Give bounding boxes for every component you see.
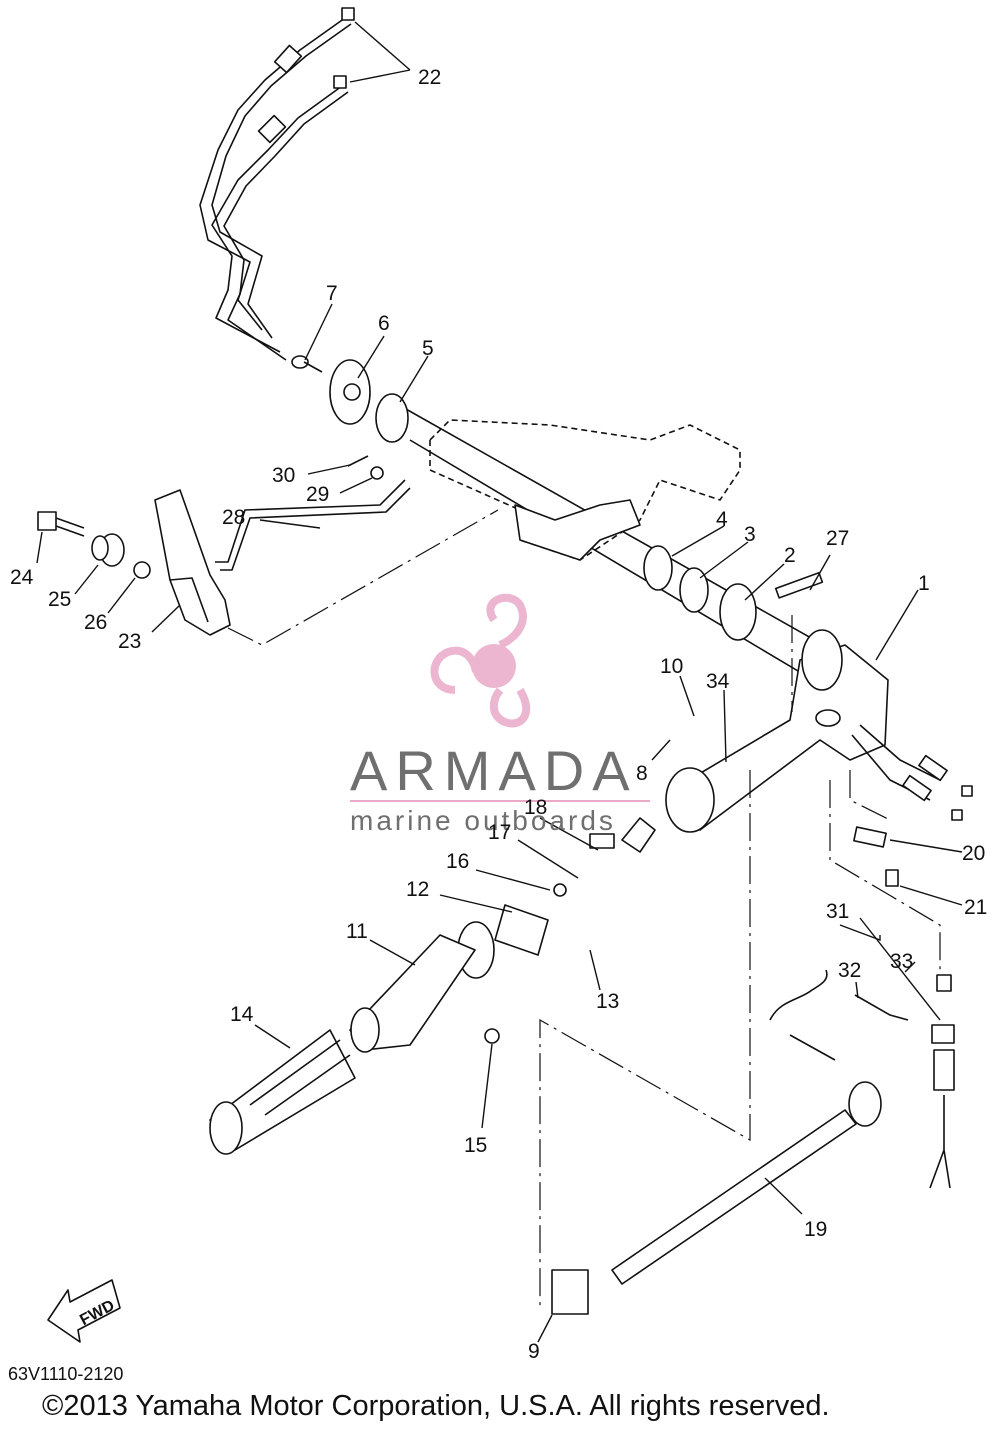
callout-20: 20: [962, 842, 985, 865]
callout-17: 17: [488, 821, 511, 844]
callout-10: 10: [660, 655, 683, 678]
callout-32: 32: [838, 959, 861, 982]
watermark-brand: ARMADA: [350, 739, 638, 802]
part-code: 63V1110-2120: [8, 1364, 123, 1384]
callout-3: 3: [744, 523, 756, 546]
callout-22: 22: [418, 66, 441, 89]
callout-7: 7: [326, 282, 338, 305]
callout-5: 5: [422, 337, 434, 360]
callout-8: 8: [636, 762, 648, 785]
copyright-notice: ©2013 Yamaha Motor Corporation, U.S.A. A…: [42, 1390, 830, 1422]
callout-19: 19: [804, 1218, 827, 1241]
callout-6: 6: [378, 312, 390, 335]
callout-16: 16: [446, 850, 469, 873]
callout-26: 26: [84, 611, 107, 634]
callout-18: 18: [524, 796, 547, 819]
armada-watermark: ARMADA marine outboards: [350, 593, 650, 836]
callout-labels: 1 2 3 4 5 6 7 8 9 10 11 12 13 14 15 16 1…: [10, 66, 987, 1363]
callout-21: 21: [964, 896, 987, 919]
callout-33: 33: [890, 950, 913, 973]
handle-grip: [209, 904, 549, 1155]
callout-31: 31: [826, 900, 849, 923]
fwd-arrow-icon: FWD: [47, 1279, 121, 1343]
callout-25: 25: [48, 588, 71, 611]
callout-27: 27: [826, 527, 849, 550]
lower-parts: [551, 826, 955, 1315]
callout-4: 4: [716, 508, 728, 531]
callout-12: 12: [406, 878, 429, 901]
callout-28: 28: [222, 506, 245, 529]
callout-9: 9: [528, 1340, 540, 1363]
watermark-tagline: marine outboards: [350, 805, 616, 836]
callout-14: 14: [230, 1003, 254, 1026]
callout-13: 13: [596, 990, 619, 1013]
propeller-logo-icon: [430, 593, 531, 728]
callout-2: 2: [784, 544, 796, 567]
callout-11: 11: [346, 920, 368, 943]
callout-29: 29: [306, 483, 329, 506]
callout-30: 30: [272, 464, 295, 487]
callout-23: 23: [118, 630, 141, 653]
callout-34: 34: [706, 670, 730, 693]
control-bracket: [621, 629, 973, 853]
leader-lines: [36, 21, 963, 1343]
relation-lines: [227, 509, 941, 1310]
throttle-cables: [199, 7, 355, 361]
callout-1: 1: [918, 572, 930, 595]
shaft-assembly: [291, 355, 851, 691]
callout-24: 24: [10, 566, 34, 589]
lever-assembly: [37, 455, 411, 636]
callout-15: 15: [464, 1134, 487, 1157]
